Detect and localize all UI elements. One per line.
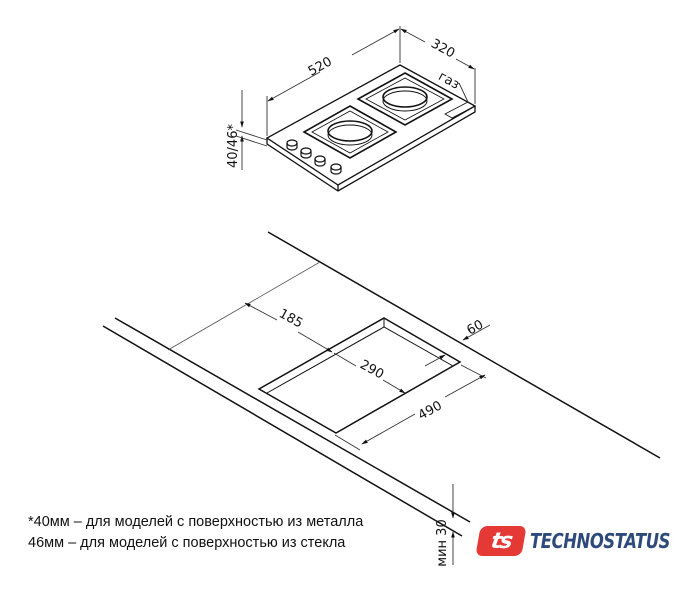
burner-grate-right <box>356 72 454 126</box>
hob-dimensions <box>235 26 476 170</box>
cutout-offset-left-label: 185 <box>276 306 305 331</box>
hob-depth-label: 320 <box>428 36 457 61</box>
cutout-opening <box>257 317 462 434</box>
note-glass: 46мм – для моделей с поверхностью из сте… <box>28 535 346 551</box>
cutout-length-label: 490 <box>416 398 445 423</box>
min-thickness-label: мин 30 <box>435 519 450 566</box>
hob-height-label: 40/46* <box>226 124 241 168</box>
hob-width-label: 520 <box>306 54 335 79</box>
countertop-front-edge-bottom <box>102 325 463 537</box>
countertop-drawing <box>102 231 661 537</box>
countertop-front-edge-top <box>114 317 471 523</box>
cutout-dimensions <box>244 302 491 565</box>
hob-drawing <box>265 64 477 192</box>
control-panel <box>444 101 476 119</box>
control-knobs <box>286 139 342 175</box>
burner-left <box>327 120 373 142</box>
countertop-back-edge <box>267 231 661 459</box>
logo-text: TECHNOSTATUS <box>530 529 671 553</box>
burner-right <box>382 86 428 108</box>
logo-mark: ts <box>475 526 527 556</box>
note-metal: *40мм – для моделей с поверхностью из ме… <box>28 514 364 530</box>
burner-grate-left <box>302 105 398 159</box>
cutout-offset-back-label: 60 <box>464 317 486 338</box>
technostatus-logo: ts TECHNOSTATUS <box>475 526 680 556</box>
